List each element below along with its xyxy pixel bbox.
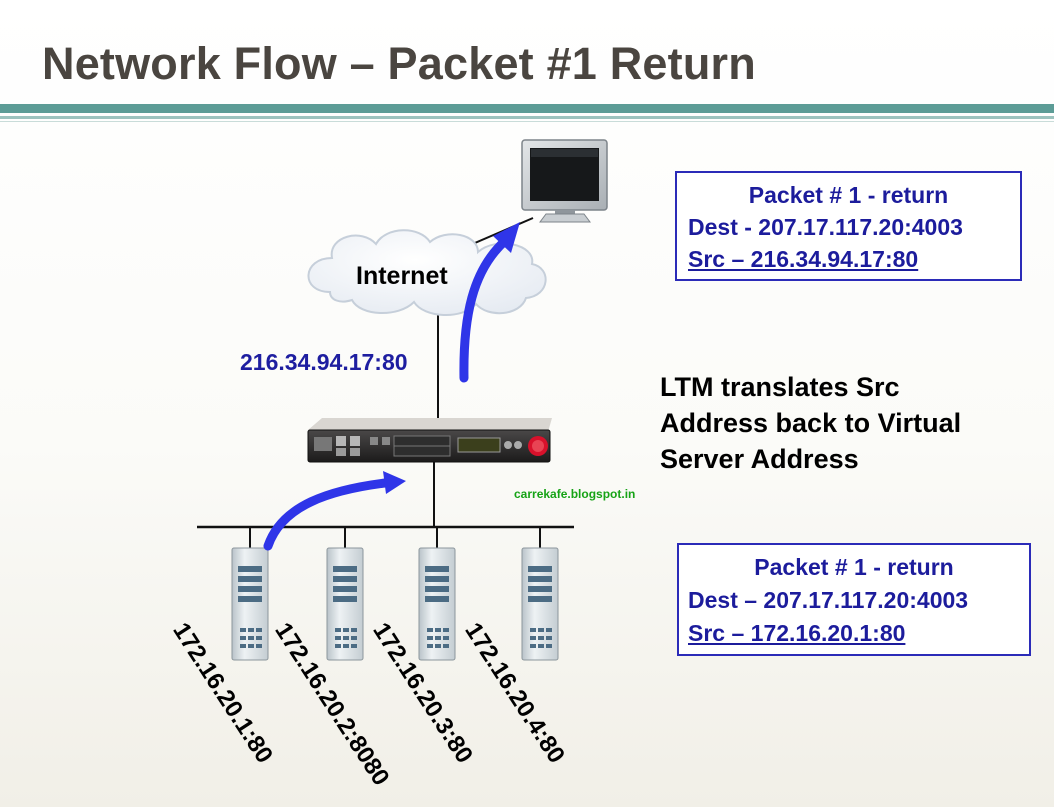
packet-dest: Dest - 207.17.117.20:4003 [688, 214, 963, 240]
server-1-icon [231, 547, 269, 661]
server-2-icon [326, 547, 364, 661]
packet-heading: Packet # 1 - return [748, 182, 949, 208]
server-3-icon [418, 547, 456, 661]
server-4-icon [521, 547, 559, 661]
description-line: LTM translates Src [660, 372, 900, 402]
packet-box-server-side: Packet # 1 - return Dest – 207.17.117.20… [677, 543, 1031, 656]
description-line: Address back to Virtual [660, 408, 962, 438]
packet-box-internet-side: Packet # 1 - return Dest - 207.17.117.20… [675, 171, 1022, 281]
title-divider-secondary [0, 116, 1054, 119]
packet-dest: Dest – 207.17.117.20:4003 [688, 587, 969, 613]
packet-heading: Packet # 1 - return [754, 554, 954, 580]
packet-src: Src – 172.16.20.1:80 [688, 620, 906, 646]
watermark: carrekafe.blogspot.in [514, 487, 636, 501]
translation-description: LTM translates Src Address back to Virtu… [660, 369, 1040, 477]
description-line: Server Address [660, 444, 859, 474]
virtual-server-address: 216.34.94.17:80 [240, 349, 408, 375]
ltm-appliance-icon [307, 418, 552, 463]
packet-src: Src – 216.34.94.17:80 [688, 246, 919, 272]
internet-cloud-icon [307, 229, 547, 317]
title-divider-tertiary [0, 121, 1054, 122]
page-title: Network Flow – Packet #1 Return [42, 38, 756, 89]
internet-label: Internet [356, 262, 448, 290]
title-divider [0, 104, 1054, 113]
client-monitor-icon [521, 139, 608, 223]
return-arrow-ltm-to-client [459, 222, 520, 383]
return-arrow-server-to-ltm [263, 471, 406, 551]
